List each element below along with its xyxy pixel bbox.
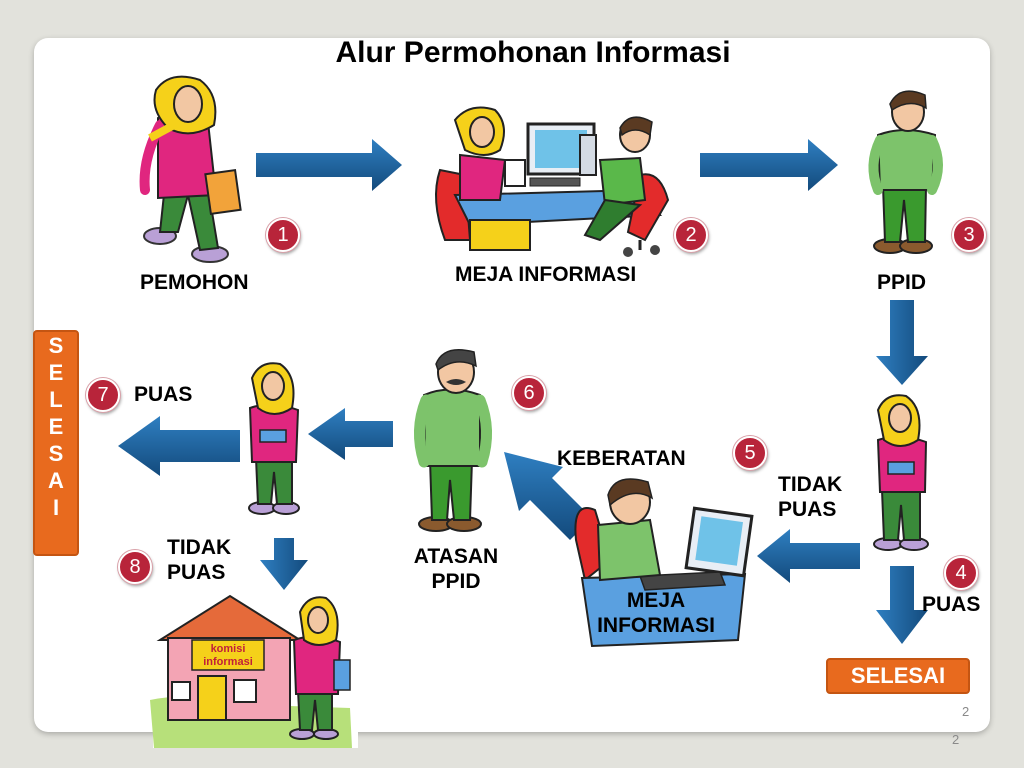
ppid-figure [868, 90, 943, 254]
label-meja-informasi-bottom: MEJA INFORMASI [586, 588, 726, 638]
meja-informasi-bottom-figure [574, 478, 754, 648]
arrow-meja-to-ppid [700, 139, 838, 191]
pemohon-figure [139, 75, 242, 263]
label-atasan-ppid-line2: PPID [431, 570, 481, 594]
pemohon-left-figure [248, 362, 300, 515]
label-ppid: PPID [877, 271, 927, 294]
atasan-ppid-figure [413, 349, 493, 532]
page-number-footer: 2 [952, 732, 960, 747]
step-badge-5: 5 [733, 436, 767, 470]
step-badge-8: 8 [118, 550, 152, 584]
arrow-tidak-puas-down [260, 538, 308, 590]
step-badge-3: 3 [952, 218, 986, 252]
label-atasan-ppid: ATASAN PPID [400, 544, 512, 594]
page-title: Alur Permohonan Informasi [335, 36, 731, 69]
arrow-ppid-down [876, 300, 928, 385]
label-tidak-puas-right-line2: PUAS [778, 498, 837, 522]
selesai-letter: S [48, 333, 64, 358]
komisi-sign-line2: informasi [203, 656, 253, 668]
label-tidak-puas-left-line1: TIDAK [167, 536, 232, 559]
page-number: 2 [962, 704, 970, 719]
komisi-sign-line1: komisi [211, 643, 246, 655]
label-puas-left: PUAS [134, 383, 193, 406]
label-atasan-ppid-line1: ATASAN [413, 545, 499, 568]
label-tidak-puas-left: TIDAK PUAS [167, 535, 231, 585]
arrow-tidak-puas-left [757, 529, 860, 583]
label-tidak-puas-left-line2: PUAS [167, 561, 226, 585]
meja-informasi-top-figure [435, 106, 670, 257]
label-meja-informasi-top: MEJA INFORMASI [455, 263, 637, 286]
pemohon-house-figure [289, 596, 351, 740]
selesai-letter: I [52, 495, 60, 520]
label-meja-informasi-bottom-line2: INFORMASI [597, 614, 715, 638]
pemohon-right-figure [873, 394, 929, 551]
arrow-puas-down [876, 566, 928, 644]
arrow-atasan-to-pemohon [308, 408, 393, 460]
selesai-letter: S [48, 441, 64, 466]
step-badge-2: 2 [674, 218, 708, 252]
label-tidak-puas-right-line1: TIDAK [778, 473, 843, 496]
selesai-vertical-box: S E L E S A I [33, 330, 79, 556]
selesai-letter: A [48, 468, 64, 493]
selesai-letter: L [49, 387, 63, 412]
label-puas-right: PUAS [922, 593, 981, 616]
step-badge-4: 4 [944, 556, 978, 590]
selesai-letter: E [48, 414, 64, 439]
arrow-keberatan-up [504, 452, 592, 540]
label-keberatan: KEBERATAN [557, 447, 686, 470]
arrow-pemohon-to-meja [256, 139, 402, 191]
selesai-bottom-box: SELESAI [826, 658, 970, 694]
label-tidak-puas-right: TIDAK PUAS [778, 472, 842, 522]
label-meja-informasi-bottom-line1: MEJA [626, 589, 686, 612]
label-pemohon: PEMOHON [140, 271, 249, 294]
arrow-puas-to-selesai [118, 416, 240, 476]
step-badge-7: 7 [86, 378, 120, 412]
step-badge-1: 1 [266, 218, 300, 252]
step-badge-6: 6 [512, 376, 546, 410]
selesai-letter: E [48, 360, 64, 385]
